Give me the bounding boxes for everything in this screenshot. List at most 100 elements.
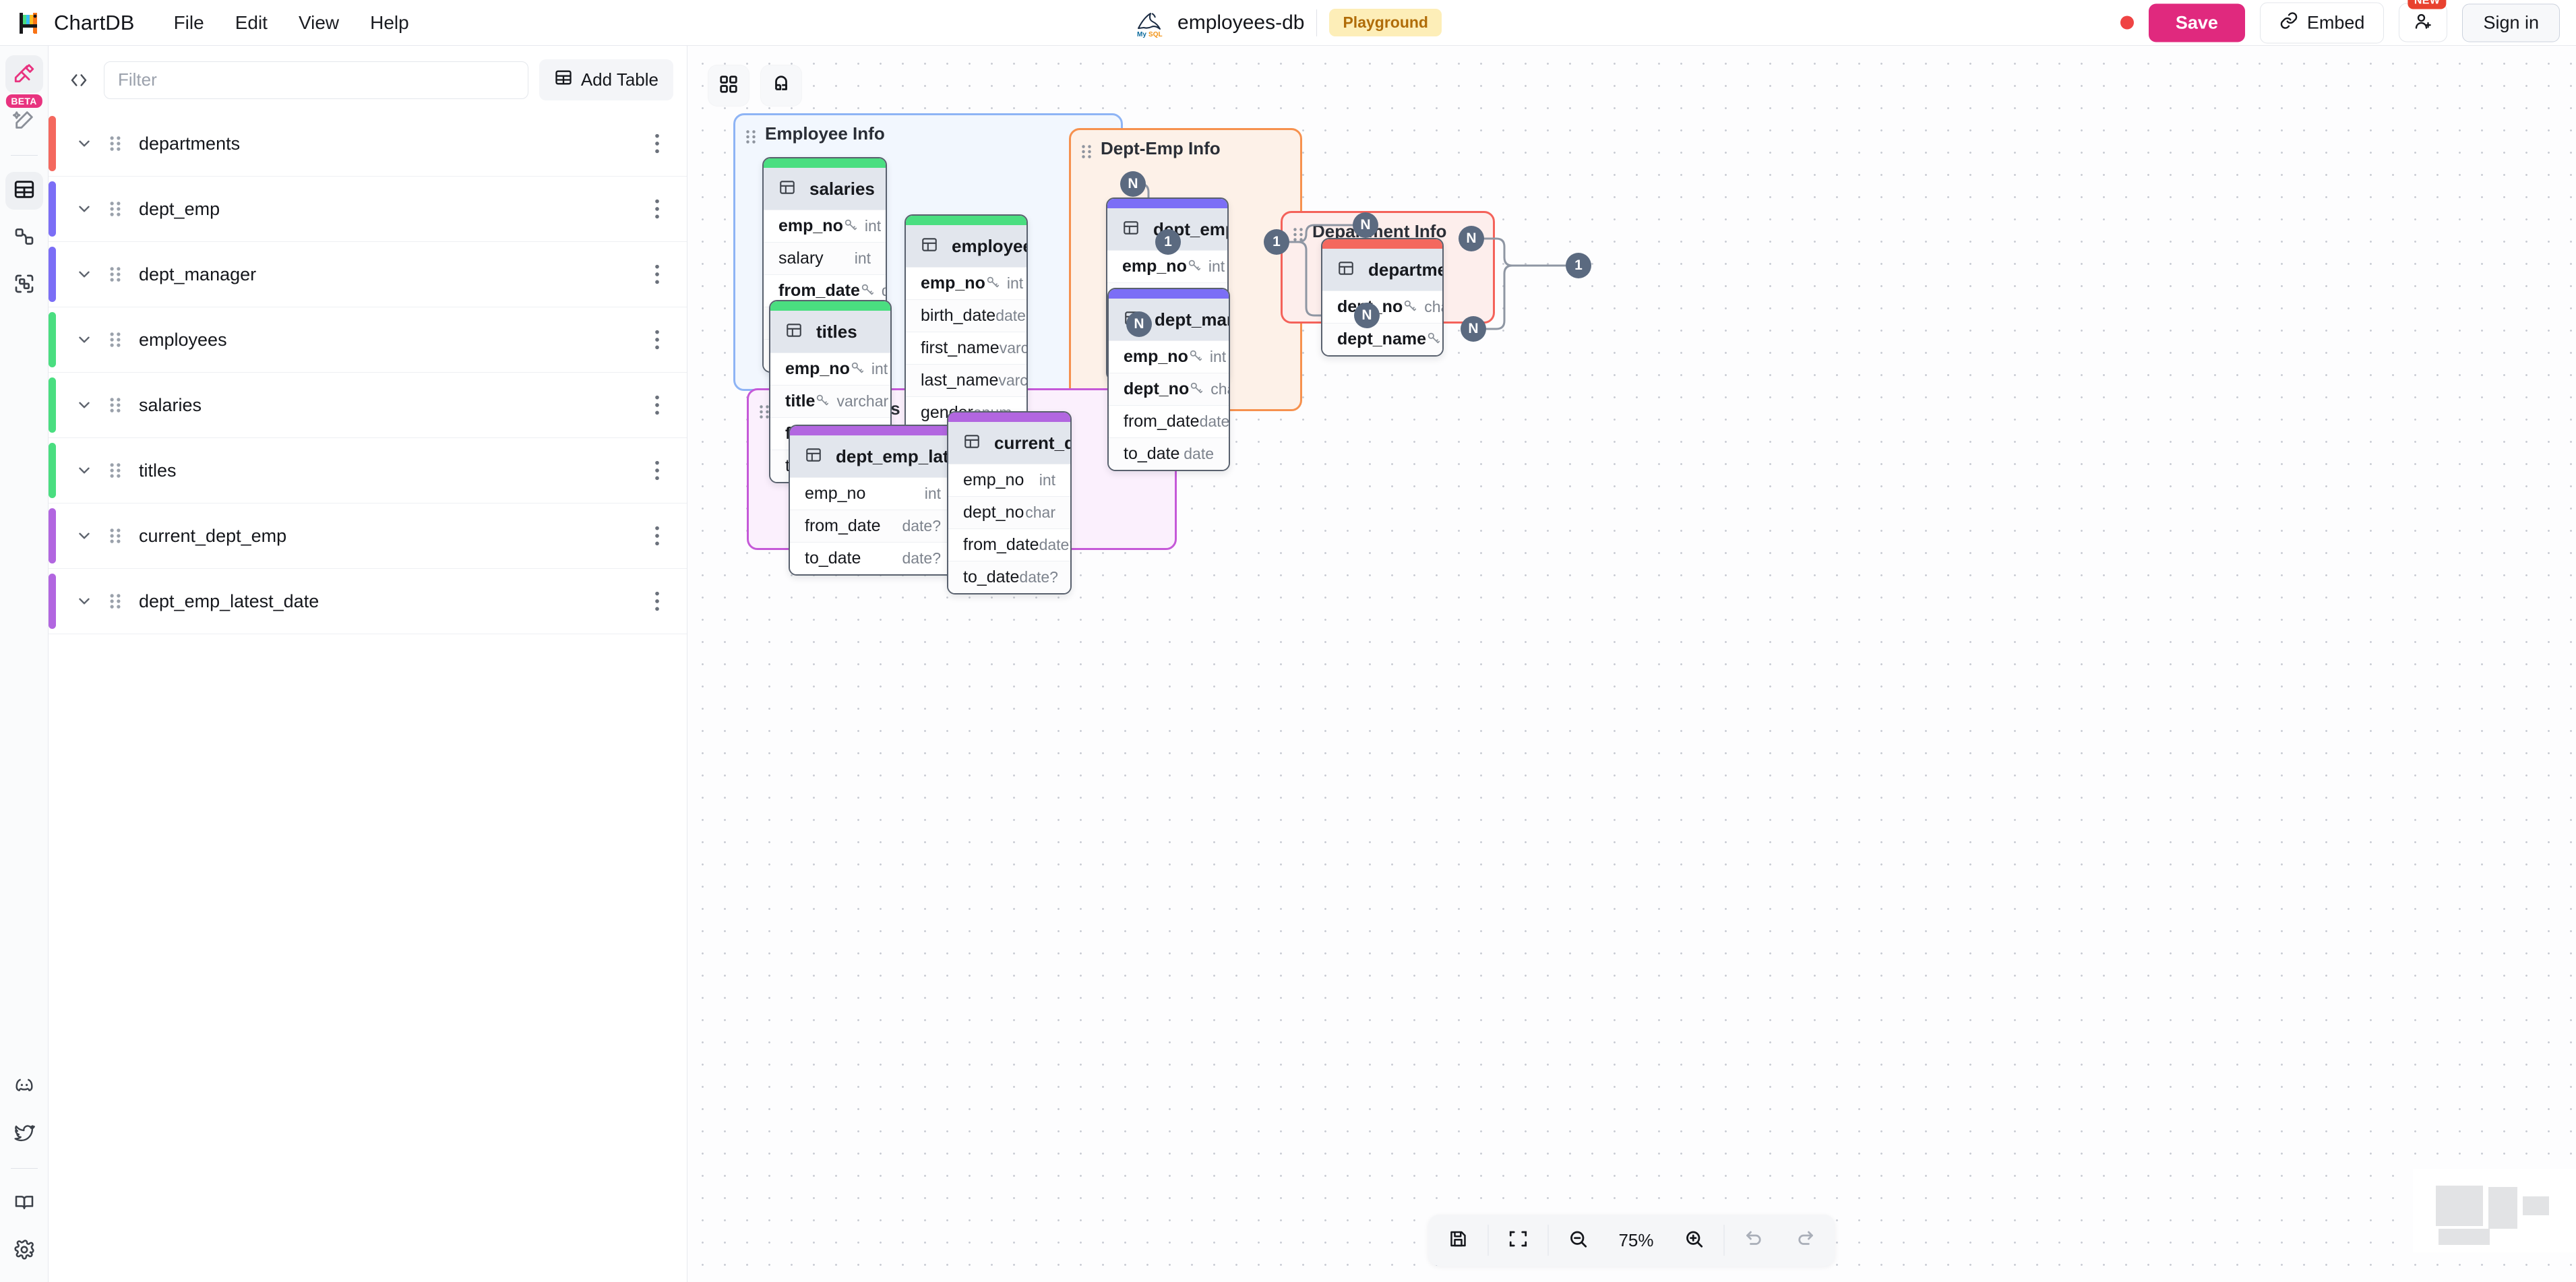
embed-button[interactable]: Embed <box>2259 2 2385 43</box>
table-header[interactable]: employees <box>906 225 1026 267</box>
add-table-button[interactable]: Add Table <box>539 59 673 100</box>
more-options-icon[interactable] <box>654 526 660 546</box>
snap-to-grid-button[interactable] <box>760 65 802 106</box>
menu-edit[interactable]: Edit <box>235 11 268 33</box>
settings-link-button[interactable] <box>5 1232 43 1270</box>
zoom-level[interactable]: 75% <box>1618 1229 1654 1250</box>
minimap[interactable] <box>2413 1169 2576 1252</box>
drag-handle-icon[interactable] <box>745 129 757 145</box>
drag-handle-icon[interactable] <box>108 135 123 152</box>
chevron-down-icon[interactable] <box>75 135 93 152</box>
more-options-icon[interactable] <box>654 460 660 481</box>
drag-handle-icon[interactable] <box>108 462 123 479</box>
chevron-down-icon[interactable] <box>75 527 93 545</box>
ai-magic-tool-button[interactable]: BETA <box>5 94 43 140</box>
table-header[interactable]: dept_emp_latest_date <box>790 435 956 477</box>
sidebar-item-label: dept_manager <box>139 264 257 284</box>
table-header[interactable]: salaries <box>764 168 886 210</box>
more-options-icon[interactable] <box>654 133 660 154</box>
sign-in-button[interactable]: Sign in <box>2462 3 2560 42</box>
table-node-dept_emp_latest_date[interactable]: dept_emp_latest_dateemp_nointfrom_dateda… <box>789 425 957 576</box>
diagram-tool-button[interactable] <box>5 55 43 93</box>
code-brackets-icon[interactable] <box>65 66 93 94</box>
sidebar-item-salaries[interactable]: salaries <box>49 373 687 438</box>
drag-handle-icon[interactable] <box>108 396 123 414</box>
discord-link-button[interactable] <box>5 1068 43 1106</box>
tables-tool-button[interactable] <box>5 172 43 210</box>
table-column-row[interactable]: dept_namevarchar <box>1322 323 1442 355</box>
drag-handle-icon[interactable] <box>758 404 770 420</box>
chevron-down-icon[interactable] <box>75 200 93 218</box>
save-diagram-button[interactable] <box>1432 1217 1483 1263</box>
redo-button[interactable] <box>1780 1217 1831 1263</box>
table-column-row[interactable]: last_namevarchar <box>906 364 1026 396</box>
chevron-down-icon[interactable] <box>75 592 93 610</box>
drag-handle-icon[interactable] <box>108 266 123 283</box>
table-header[interactable]: departments <box>1322 249 1442 291</box>
drag-handle-icon[interactable] <box>1292 226 1304 243</box>
zoom-in-button[interactable] <box>1669 1217 1720 1263</box>
menu-file[interactable]: File <box>173 11 204 33</box>
chevron-down-icon[interactable] <box>75 396 93 414</box>
more-options-icon[interactable] <box>654 264 660 284</box>
layout-grid-button[interactable] <box>708 65 749 106</box>
chevron-down-icon[interactable] <box>75 266 93 283</box>
sidebar-item-dept_emp_latest_date[interactable]: dept_emp_latest_date <box>49 569 687 634</box>
drag-handle-icon[interactable] <box>1080 144 1093 160</box>
more-options-icon[interactable] <box>654 591 660 611</box>
more-options-icon[interactable] <box>654 330 660 350</box>
relationships-tool-button[interactable] <box>5 219 43 257</box>
sidebar-item-employees[interactable]: employees <box>49 307 687 373</box>
sidebar-item-departments[interactable]: departments <box>49 111 687 177</box>
areas-tool-button[interactable] <box>5 266 43 304</box>
table-node-dept_manager[interactable]: dept_manageremp_nointdept_nocharfrom_dat… <box>1107 288 1230 471</box>
more-options-icon[interactable] <box>654 199 660 219</box>
chevron-down-icon[interactable] <box>75 462 93 479</box>
drag-handle-icon[interactable] <box>108 200 123 218</box>
table-column-row[interactable]: first_namevarchar <box>906 332 1026 364</box>
zoom-out-button[interactable] <box>1552 1217 1603 1263</box>
chevron-down-icon[interactable] <box>75 331 93 348</box>
sidebar-item-dept_manager[interactable]: dept_manager <box>49 242 687 307</box>
drag-handle-icon[interactable] <box>108 592 123 610</box>
search-input[interactable] <box>104 61 528 99</box>
table-header[interactable]: current_dept_emp <box>948 422 1070 464</box>
twitter-link-button[interactable] <box>5 1116 43 1153</box>
drag-handle-icon[interactable] <box>108 331 123 348</box>
docs-link-button[interactable] <box>5 1185 43 1223</box>
sidebar-item-current_dept_emp[interactable]: current_dept_emp <box>49 503 687 569</box>
table-header[interactable]: titles <box>770 311 890 353</box>
add-user-button[interactable]: NEW <box>2399 0 2448 42</box>
table-node-current_dept_emp[interactable]: current_dept_empemp_nointdept_nocharfrom… <box>947 411 1072 594</box>
sidebar-item-titles[interactable]: titles <box>49 438 687 503</box>
menu-view[interactable]: View <box>298 11 340 33</box>
undo-button[interactable] <box>1729 1217 1780 1263</box>
more-options-icon[interactable] <box>654 395 660 415</box>
drag-handle-icon[interactable] <box>108 527 123 545</box>
fit-screen-button[interactable] <box>1492 1217 1543 1263</box>
save-button[interactable]: Save <box>2148 3 2245 42</box>
menu-help[interactable]: Help <box>370 11 409 33</box>
sidebar-item-dept_emp[interactable]: dept_emp <box>49 177 687 242</box>
